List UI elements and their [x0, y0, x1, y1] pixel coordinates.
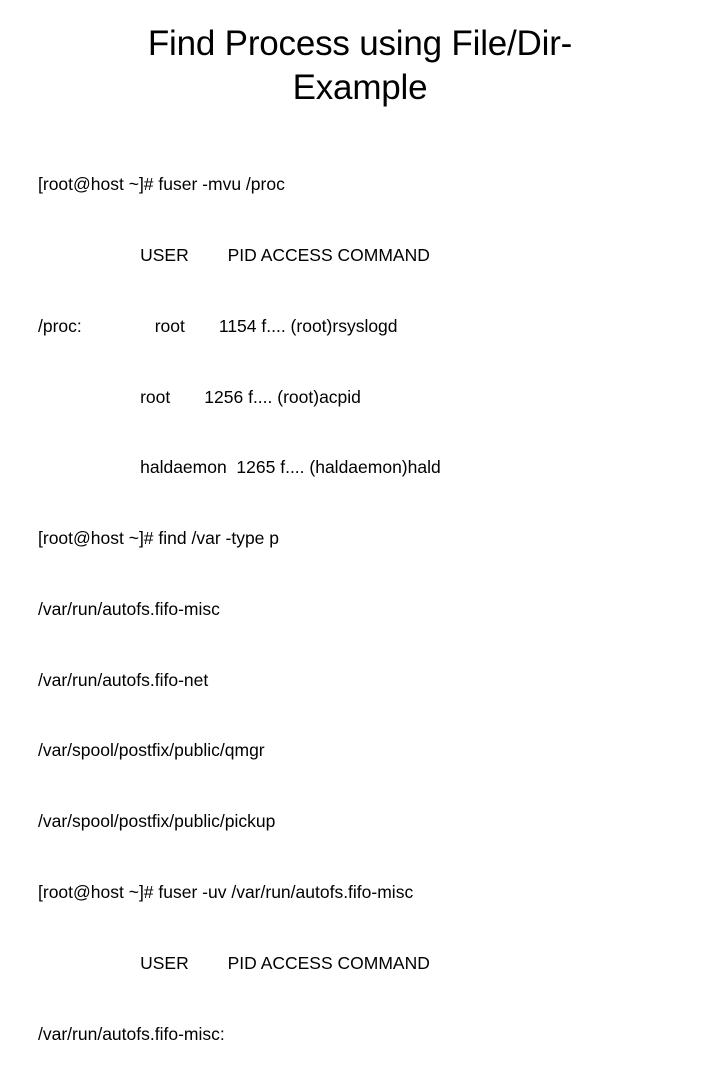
slide: Find Process using File/Dir- Example [ro… [38, 22, 680, 1044]
title-line-2: Example [292, 68, 428, 107]
terminal-line-5: haldaemon 1265 f.... (haldaemon)hald [38, 457, 441, 478]
terminal-output: [root@host ~]# fuser -mvu /proc USER PID… [38, 126, 698, 1080]
terminal-line-4: root 1256 f.... (root)acpid [38, 386, 361, 407]
terminal-line-10: /var/spool/postfix/public/pickup [38, 811, 276, 832]
terminal-line-3: /proc: root 1154 f.... (root)rsyslogd [38, 315, 398, 336]
title-line-1: Find Process using File/Dir- [147, 24, 573, 63]
terminal-line-12: USER PID ACCESS COMMAND [38, 952, 430, 973]
terminal-line-9: /var/spool/postfix/public/qmgr [38, 740, 265, 761]
page-title: Find Process using File/Dir- Example [40, 22, 680, 110]
terminal-line-8: /var/run/autofs.fifo-net [38, 669, 209, 690]
terminal-line-7: /var/run/autofs.fifo-misc [38, 598, 220, 619]
terminal-line-6: [root@host ~]# find /var -type p [38, 528, 280, 549]
terminal-line-13: /var/run/autofs.fifo-misc: [38, 1023, 225, 1044]
terminal-line-1: [root@host ~]# fuser -mvu /proc [38, 174, 285, 195]
terminal-line-11: [root@host ~]# fuser -uv /var/run/autofs… [38, 882, 414, 902]
terminal-line-2: USER PID ACCESS COMMAND [38, 244, 430, 265]
